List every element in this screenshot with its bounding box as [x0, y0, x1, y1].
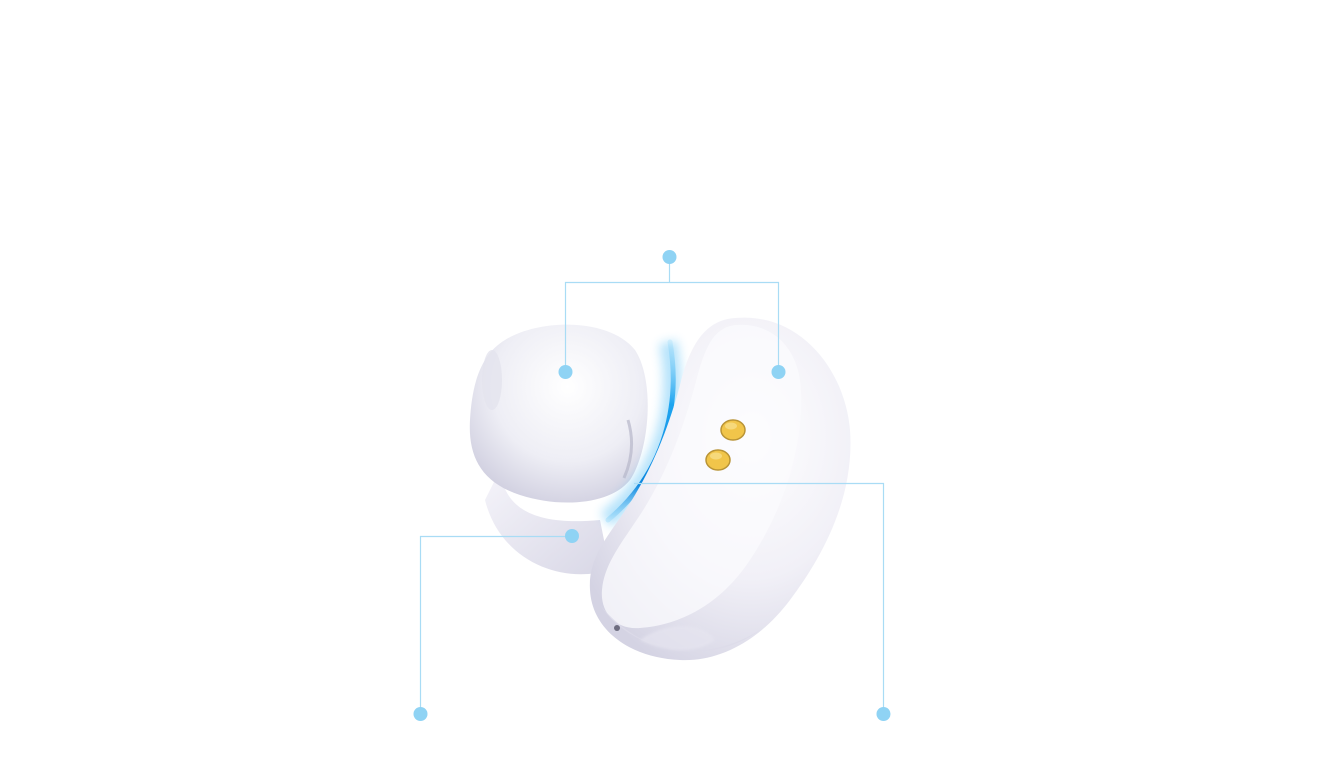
- callout-lines: [419, 257, 885, 714]
- charging-contacts: [705, 419, 746, 471]
- callout-tip-dot[interactable]: [558, 365, 573, 379]
- microphone-hole: [614, 625, 620, 631]
- earbud-arm: [485, 470, 610, 575]
- callout-right-line: [634, 482, 885, 714]
- earbud-tip-sensor: [482, 350, 502, 410]
- callout-top-dot[interactable]: [662, 250, 677, 264]
- callout-left-end-dot[interactable]: [413, 707, 428, 721]
- callout-arm-dot[interactable]: [565, 529, 579, 543]
- callout-right-end-dot[interactable]: [876, 707, 891, 721]
- callout-dots: [413, 250, 891, 721]
- callout-left-line: [419, 535, 572, 714]
- earbud-tip: [469, 324, 648, 503]
- earbud-body-facet: [601, 324, 802, 629]
- callout-body-dot[interactable]: [771, 365, 786, 379]
